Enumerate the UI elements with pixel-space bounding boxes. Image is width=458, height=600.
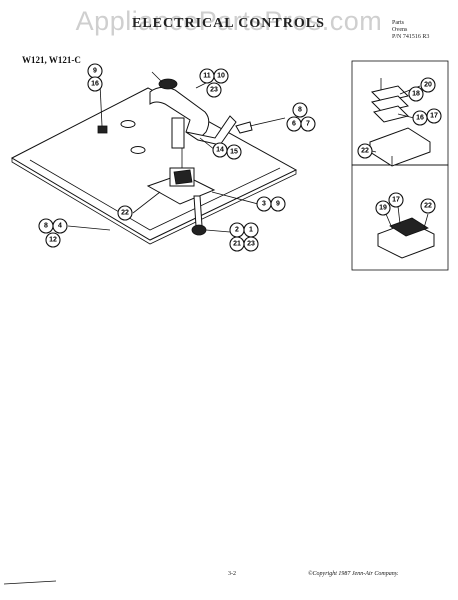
callout-label: 15 bbox=[230, 149, 238, 156]
switch-module-top bbox=[389, 217, 429, 237]
publication-line: P/N 741516 R3 bbox=[392, 34, 430, 40]
callout-label: 12 bbox=[49, 237, 57, 244]
page-number: 3-2 bbox=[228, 571, 236, 577]
callout-9: 9 bbox=[87, 63, 103, 79]
panel-hole bbox=[120, 120, 136, 128]
callout-11: 11 bbox=[199, 68, 215, 84]
publication-line: Ovens bbox=[392, 27, 408, 33]
callout-label: 20 bbox=[424, 82, 432, 89]
callout-16: 16 bbox=[87, 76, 103, 92]
copyright: ©Copyright 1987 Jenn-Air Company. bbox=[308, 571, 399, 577]
callout-20: 20 bbox=[420, 77, 436, 93]
callout-label: 2 bbox=[235, 227, 239, 234]
publication-line: Parts bbox=[392, 20, 404, 26]
control-panel-plate bbox=[10, 87, 298, 241]
callout-8: 8 bbox=[38, 218, 54, 234]
watermark: AppliancePartsPros.com bbox=[75, 6, 383, 36]
inset-box-bottom bbox=[351, 164, 449, 271]
switch-contacts bbox=[173, 169, 193, 185]
thermostat-knob bbox=[158, 78, 178, 90]
callout-16: 16 bbox=[412, 110, 428, 126]
callout-22: 22 bbox=[420, 198, 436, 214]
callout-label: 8 bbox=[298, 107, 302, 114]
callout-10: 10 bbox=[213, 68, 229, 84]
callout-18: 18 bbox=[408, 86, 424, 102]
callout-label: 17 bbox=[392, 197, 400, 204]
callout-label: 6 bbox=[292, 121, 296, 128]
callout-label: 19 bbox=[379, 205, 387, 212]
switch-stack bbox=[373, 105, 409, 123]
callout-label: 17 bbox=[430, 113, 438, 120]
publication-info: Parts Ovens P/N 741516 R3 bbox=[392, 20, 429, 41]
callout-22: 22 bbox=[117, 205, 133, 221]
callout-label: 8 bbox=[44, 223, 48, 230]
model-numbers: W121, W121-C bbox=[22, 55, 81, 65]
callout-label: 22 bbox=[424, 203, 432, 210]
callout-label: 9 bbox=[276, 201, 280, 208]
callout-9: 9 bbox=[270, 196, 286, 212]
probe-housing bbox=[171, 117, 185, 149]
panel-hole bbox=[130, 146, 146, 154]
callout-22: 22 bbox=[357, 143, 373, 159]
callout-17: 17 bbox=[426, 108, 442, 124]
callout-label: 10 bbox=[217, 73, 225, 80]
callout-4: 4 bbox=[52, 218, 68, 234]
scan-mark bbox=[3, 580, 57, 585]
callout-7: 7 bbox=[300, 116, 316, 132]
callout-label: 14 bbox=[216, 147, 224, 154]
callout-1: 1 bbox=[243, 222, 259, 238]
callout-label: 11 bbox=[203, 73, 211, 80]
callout-19: 19 bbox=[375, 200, 391, 216]
callout-12: 12 bbox=[45, 232, 61, 248]
callout-8: 8 bbox=[292, 102, 308, 118]
mounting-clip bbox=[97, 125, 108, 134]
callout-label: 7 bbox=[306, 121, 310, 128]
callout-label: 1 bbox=[249, 227, 253, 234]
callout-14: 14 bbox=[212, 142, 228, 158]
leader-lines bbox=[385, 205, 429, 229]
callout-label: 21 bbox=[233, 241, 241, 248]
callout-label: 3 bbox=[262, 201, 266, 208]
callout-6: 6 bbox=[286, 116, 302, 132]
callout-label: 22 bbox=[121, 210, 129, 217]
control-knob bbox=[191, 224, 207, 236]
callout-21: 21 bbox=[229, 236, 245, 252]
callout-3: 3 bbox=[256, 196, 272, 212]
callout-label: 23 bbox=[247, 241, 255, 248]
shaft bbox=[193, 195, 203, 227]
mounting-bracket bbox=[369, 127, 431, 167]
sensing-tube bbox=[185, 115, 237, 146]
callout-label: 18 bbox=[412, 91, 420, 98]
callout-label: 16 bbox=[416, 115, 424, 122]
callout-15: 15 bbox=[226, 144, 242, 160]
callout-23: 23 bbox=[243, 236, 259, 252]
callout-label: 4 bbox=[58, 223, 62, 230]
terminal-lug bbox=[235, 121, 253, 134]
callout-label: 16 bbox=[91, 81, 99, 88]
callout-label: 9 bbox=[93, 68, 97, 75]
callout-2: 2 bbox=[229, 222, 245, 238]
callout-23: 23 bbox=[206, 82, 222, 98]
callout-label: 22 bbox=[361, 148, 369, 155]
page-title: ELECTRICAL CONTROLS bbox=[132, 16, 325, 31]
callout-label: 23 bbox=[210, 87, 218, 94]
callout-17: 17 bbox=[388, 192, 404, 208]
